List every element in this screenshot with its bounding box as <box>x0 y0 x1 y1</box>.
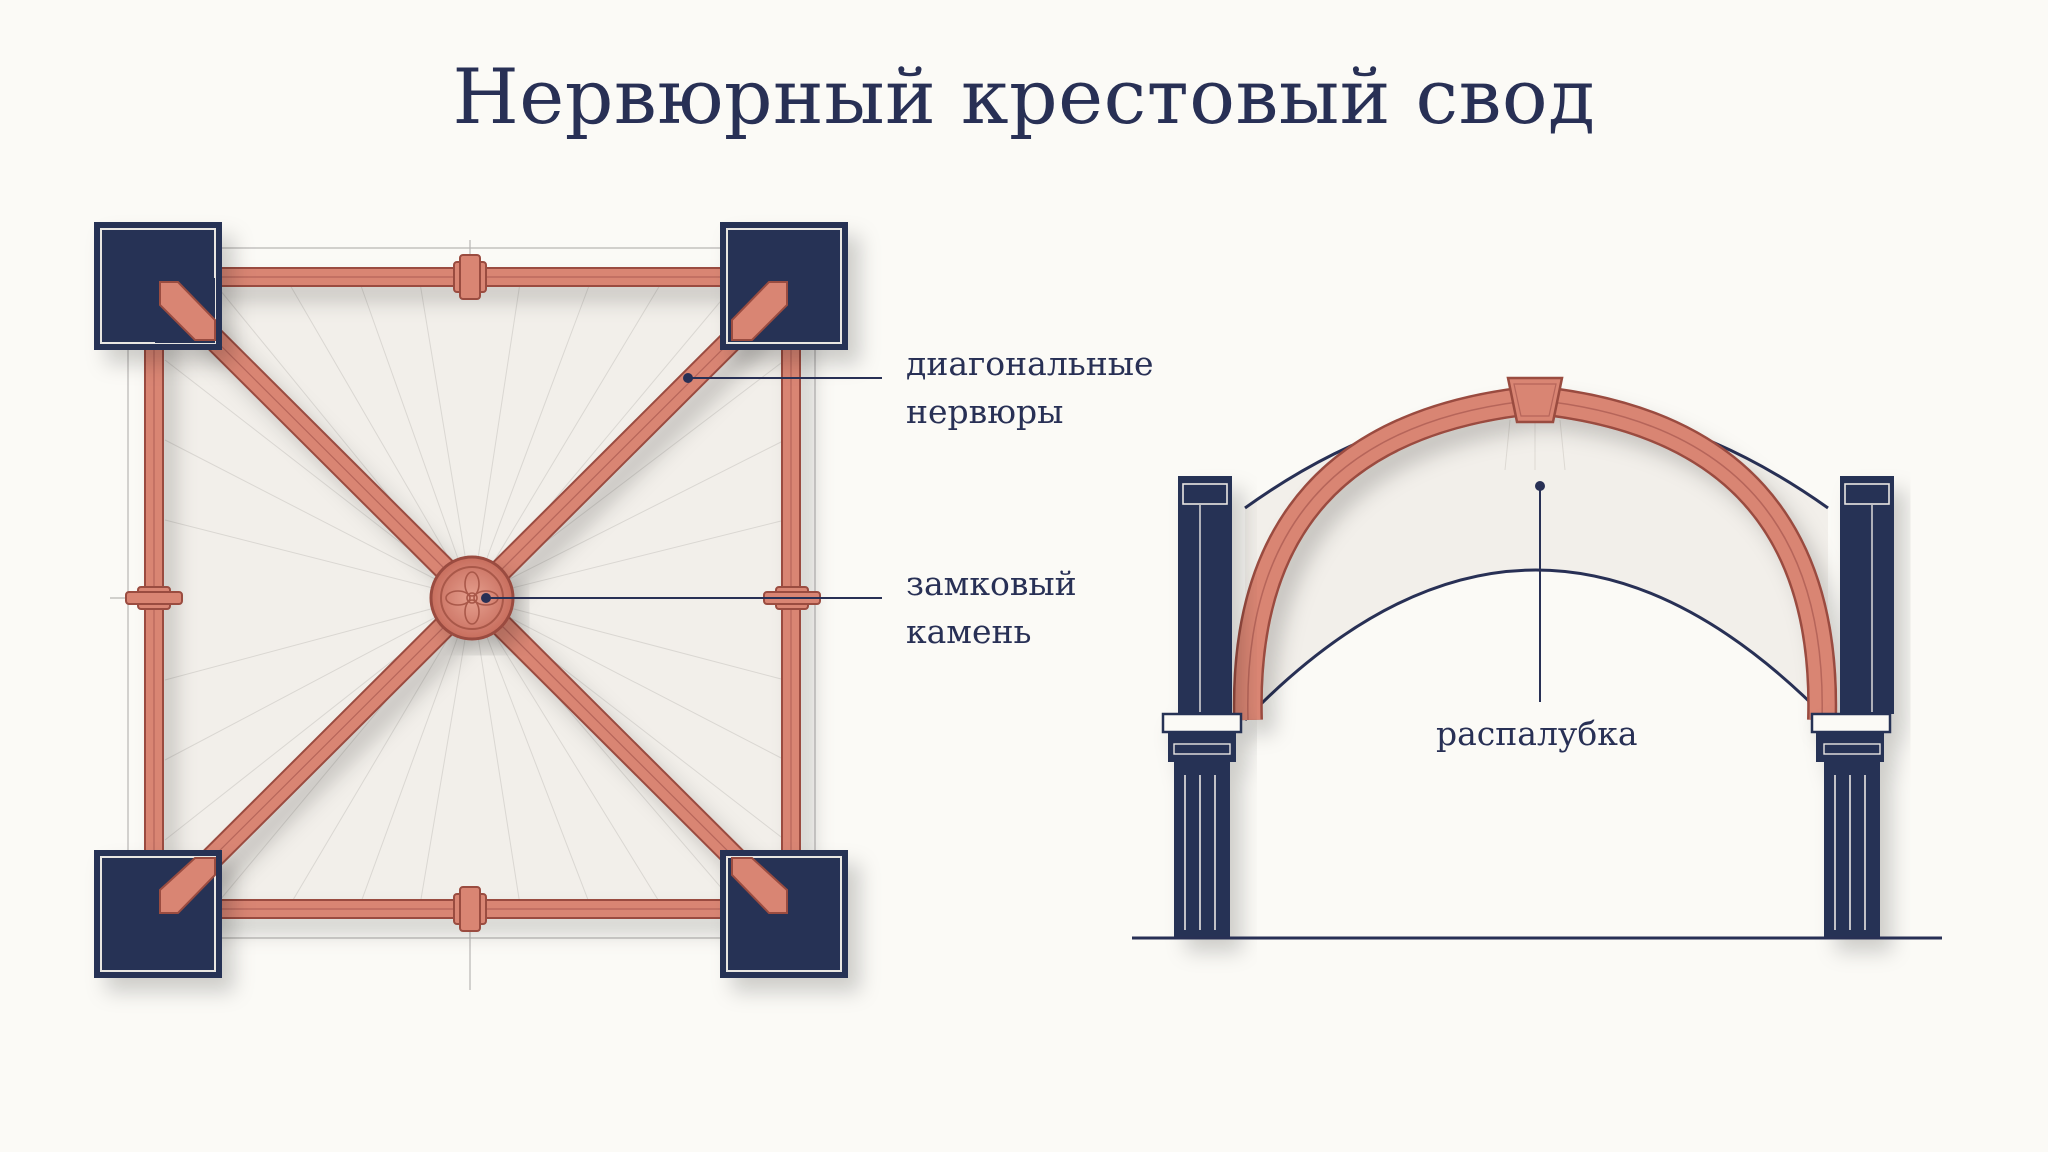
label-keystone: замковый камень <box>906 560 1077 656</box>
label-web: распалубка <box>1436 714 1638 753</box>
diagram-title: Нервюрный крестовый свод <box>452 52 1596 141</box>
leader-dot-keystone <box>481 593 491 603</box>
pier-right-elevation <box>1810 476 1894 938</box>
vault-web <box>1245 404 1828 720</box>
label-diagonal-ribs-line-2: нервюры <box>906 392 1064 431</box>
plan-leader-lines <box>486 377 882 599</box>
leader-dot-web <box>1535 481 1545 491</box>
label-keystone-line-1: замковый <box>906 564 1077 603</box>
label-diagonal-ribs-line-1: диагональные <box>906 344 1154 383</box>
leader-dot-diagonal-ribs <box>683 373 693 383</box>
label-keystone-line-2: камень <box>906 612 1032 651</box>
label-diagonal-ribs: диагональные нервюры <box>906 340 1154 436</box>
pier-left-elevation <box>1161 476 1243 938</box>
elevation-view <box>1132 376 1942 940</box>
plan-view <box>94 222 882 990</box>
arch-keystone <box>1506 376 1564 424</box>
